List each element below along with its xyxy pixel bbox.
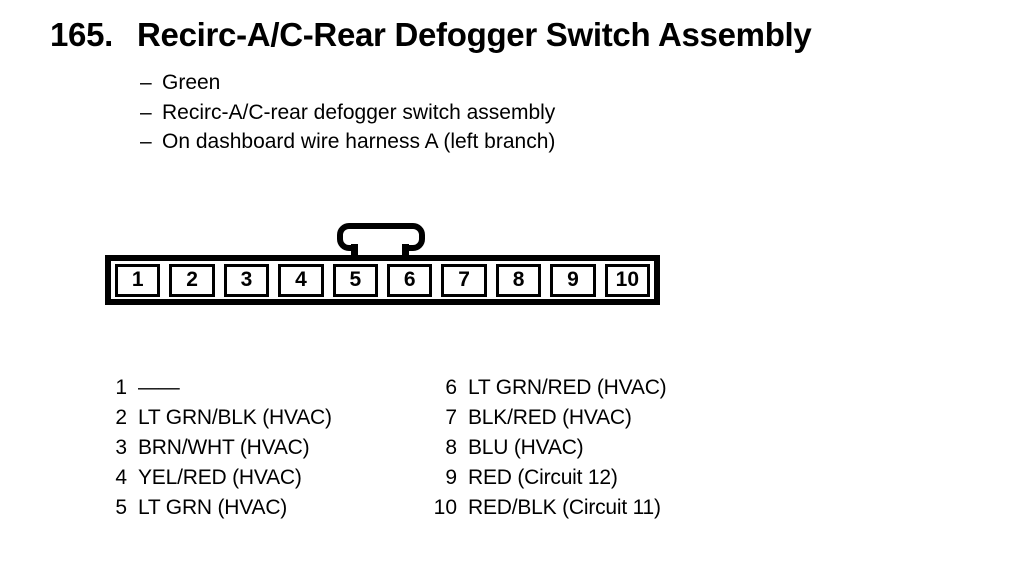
- pin-row-1: 1 ——: [101, 373, 332, 403]
- pin-cell-3: 3: [223, 263, 270, 297]
- pin-number: 8: [445, 436, 457, 459]
- detail-item-color: – Green: [140, 68, 555, 98]
- dash-bullet: –: [140, 71, 152, 94]
- pin-row-9: 9 RED (Circuit 12): [431, 463, 666, 493]
- pin-row-8: 8 BLU (HVAC): [431, 433, 666, 463]
- pin-number: 4: [115, 466, 127, 489]
- connector-latch-stem: [351, 244, 409, 256]
- pin-wire-label: ——: [138, 376, 180, 399]
- pin-row-5: 5 LT GRN (HVAC): [101, 493, 332, 523]
- pin-wire-label: LT GRN (HVAC): [138, 496, 288, 519]
- pin-number: 3: [115, 436, 127, 459]
- pin-number: 7: [445, 406, 457, 429]
- pin-wire-label: LT GRN/BLK (HVAC): [138, 406, 332, 429]
- pin-number: 10: [433, 496, 457, 519]
- pin-wire-label: LT GRN/RED (HVAC): [468, 376, 667, 399]
- title-text: Recirc-A/C-Rear Defogger Switch Assembly: [137, 16, 812, 53]
- pin-cell-6: 6: [387, 263, 433, 297]
- detail-list: – Green – Recirc-A/C-rear defogger switc…: [140, 68, 555, 157]
- pin-cell-5: 5: [332, 263, 379, 297]
- detail-text: Green: [162, 71, 221, 94]
- pin-cell-2: 2: [169, 263, 215, 297]
- pin-cell-7: 7: [441, 263, 487, 297]
- pin-list-right: 6 LT GRN/RED (HVAC) 7 BLK/RED (HVAC) 8 B…: [431, 373, 667, 523]
- pin-number: 2: [115, 406, 127, 429]
- detail-item-description: – Recirc-A/C-rear defogger switch assemb…: [140, 98, 555, 128]
- pin-wire-label: YEL/RED (HVAC): [138, 466, 302, 489]
- pin-row-10: 10 RED/BLK (Circuit 11): [431, 493, 666, 523]
- dash-bullet: –: [140, 130, 152, 153]
- pin-wire-label: RED/BLK (Circuit 11): [468, 496, 661, 519]
- pin-wire-label: BLK/RED (HVAC): [468, 406, 632, 429]
- pin-cell-10: 10: [604, 263, 651, 297]
- connector-body: 1 2 3 4 5 6 7 8 9 10: [105, 255, 660, 305]
- detail-text: On dashboard wire harness A (left branch…: [162, 130, 556, 153]
- pin-row-7: 7 BLK/RED (HVAC): [431, 403, 666, 433]
- dash-bullet: –: [140, 100, 152, 124]
- pin-cell-9: 9: [550, 263, 596, 297]
- pin-number: 1: [115, 376, 127, 399]
- pin-cell-1: 1: [115, 263, 161, 297]
- pin-cell-4: 4: [278, 263, 324, 297]
- pin-wire-label: BLU (HVAC): [468, 436, 584, 459]
- detail-text: Recirc-A/C-rear defogger switch assembly: [162, 100, 556, 124]
- pin-number: 9: [445, 466, 457, 489]
- detail-item-location: – On dashboard wire harness A (left bran…: [140, 127, 555, 157]
- pin-row-3: 3 BRN/WHT (HVAC): [101, 433, 332, 463]
- pin-row-6: 6 LT GRN/RED (HVAC): [431, 373, 666, 403]
- pin-list-left: 1 —— 2 LT GRN/BLK (HVAC) 3 BRN/WHT (HVAC…: [101, 373, 332, 523]
- pin-row-2: 2 LT GRN/BLK (HVAC): [101, 403, 332, 433]
- pin-wire-label: RED (Circuit 12): [468, 466, 618, 489]
- pin-row-4: 4 YEL/RED (HVAC): [101, 463, 332, 493]
- pin-cell-8: 8: [495, 263, 542, 297]
- pin-number: 5: [115, 496, 127, 519]
- item-number: 165.: [50, 16, 114, 53]
- page-title: 165. Recirc-A/C-Rear Defogger Switch Ass…: [50, 16, 812, 54]
- pin-wire-label: BRN/WHT (HVAC): [138, 436, 310, 459]
- pin-number: 6: [445, 376, 457, 399]
